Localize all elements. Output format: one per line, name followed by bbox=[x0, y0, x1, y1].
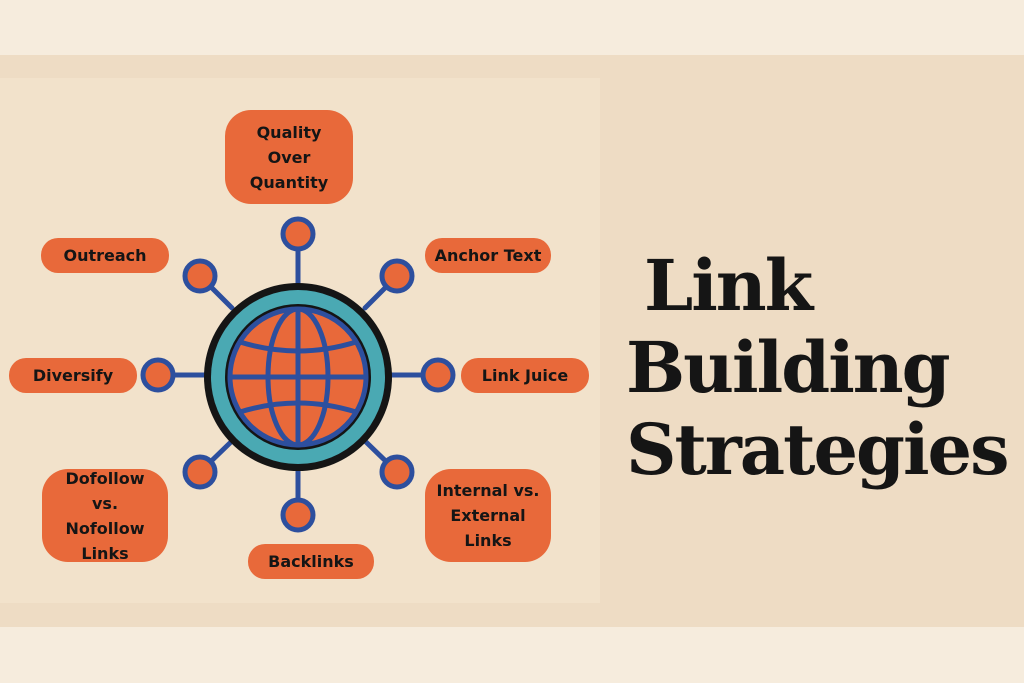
node-anchor-text: Anchor Text bbox=[425, 238, 551, 273]
node-label-line: Nofollow bbox=[65, 518, 145, 538]
node-label-line: Quality Over bbox=[256, 122, 322, 167]
page-title: Link Building Strategies bbox=[626, 245, 1016, 491]
node-dot-bottom bbox=[280, 497, 316, 533]
globe-icon bbox=[204, 283, 392, 471]
node-internal-vs-external: Internal vs. External Links bbox=[425, 469, 551, 562]
node-dot-top-right bbox=[379, 258, 415, 294]
node-label-line: External bbox=[450, 506, 526, 525]
node-dot-top-left bbox=[182, 258, 218, 294]
node-label-line: Backlinks bbox=[268, 552, 354, 571]
node-quality-over-quantity: Quality Over Quantity bbox=[225, 110, 353, 204]
node-label-line: Internal vs. bbox=[436, 481, 540, 500]
node-label-line: Dofollow vs. bbox=[65, 468, 145, 513]
node-outreach: Outreach bbox=[41, 238, 169, 273]
node-label-line: Links bbox=[81, 543, 129, 563]
node-dot-left bbox=[140, 357, 176, 393]
node-label-line: Outreach bbox=[63, 246, 147, 265]
node-label-line: Diversify bbox=[32, 366, 114, 385]
node-dot-bottom-right bbox=[379, 454, 415, 490]
node-backlinks: Backlinks bbox=[248, 544, 374, 579]
node-dots bbox=[140, 216, 456, 533]
title-line: Building bbox=[626, 326, 951, 409]
node-dot-bottom-left bbox=[182, 454, 218, 490]
node-link-juice: Link Juice bbox=[461, 358, 589, 393]
title-line: Strategies bbox=[626, 408, 1009, 491]
node-dot-top bbox=[280, 216, 316, 252]
node-dofollow-vs-nofollow: Dofollow vs. Nofollow Links bbox=[42, 468, 168, 563]
title-line: Link bbox=[644, 244, 813, 327]
node-diversify: Diversify bbox=[9, 358, 137, 393]
node-label-line: Link Juice bbox=[481, 366, 569, 385]
node-label-line: Anchor Text bbox=[434, 246, 542, 265]
node-dot-right bbox=[420, 357, 456, 393]
node-label-line: Links bbox=[464, 531, 512, 550]
hub-diagram bbox=[140, 216, 456, 533]
node-label-line: Quantity bbox=[249, 172, 329, 192]
